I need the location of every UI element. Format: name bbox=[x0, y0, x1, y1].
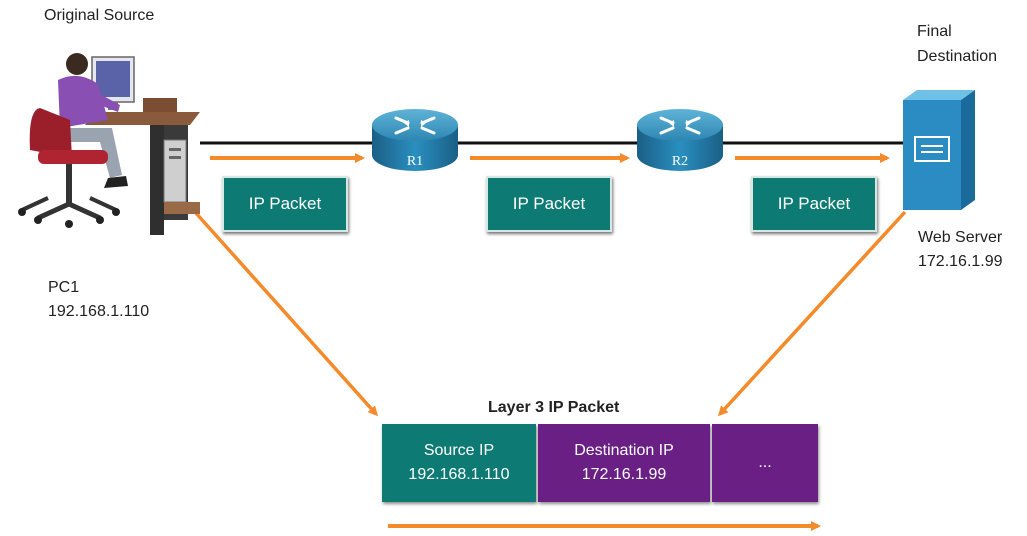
ip-packet-box: IP Packet bbox=[751, 176, 877, 232]
ip-packet-box: IP Packet bbox=[222, 176, 348, 232]
web-server-icon bbox=[903, 90, 975, 210]
router-r1-icon bbox=[372, 109, 458, 171]
ip-packet-box: IP Packet bbox=[486, 176, 612, 232]
pc1-name-label: PC1 bbox=[48, 279, 80, 296]
destination-ip-label: Destination IP bbox=[574, 442, 674, 459]
destination-ip-cell: Destination IP 172.16.1.99 bbox=[538, 424, 710, 502]
original-source-label: Original Source bbox=[44, 7, 155, 24]
dest-to-header-arrow bbox=[717, 210, 907, 417]
final-destination-label-line2: Destination bbox=[917, 48, 998, 65]
pc1-ip-label: 192.168.1.110 bbox=[48, 303, 150, 320]
source-ip-cell: Source IP 192.168.1.110 bbox=[382, 424, 536, 502]
pc1-workstation-icon bbox=[18, 53, 200, 235]
destination-ip-value: 172.16.1.99 bbox=[581, 466, 667, 483]
more-fields-cell: ... bbox=[712, 424, 818, 502]
more-fields-label: ... bbox=[758, 454, 772, 471]
source-ip-label: Source IP bbox=[423, 442, 495, 459]
source-to-header-arrow bbox=[193, 210, 379, 417]
server-ip-label: 172.16.1.99 bbox=[918, 253, 1003, 270]
final-destination-label-line1: Final bbox=[917, 23, 952, 40]
router-label: R1 bbox=[407, 154, 423, 169]
router-label: R2 bbox=[672, 154, 688, 169]
router-r2-icon bbox=[637, 109, 723, 171]
server-name-label: Web Server bbox=[918, 229, 1003, 246]
layer3-title: Layer 3 IP Packet bbox=[488, 399, 620, 416]
source-ip-value: 192.168.1.110 bbox=[408, 466, 510, 483]
